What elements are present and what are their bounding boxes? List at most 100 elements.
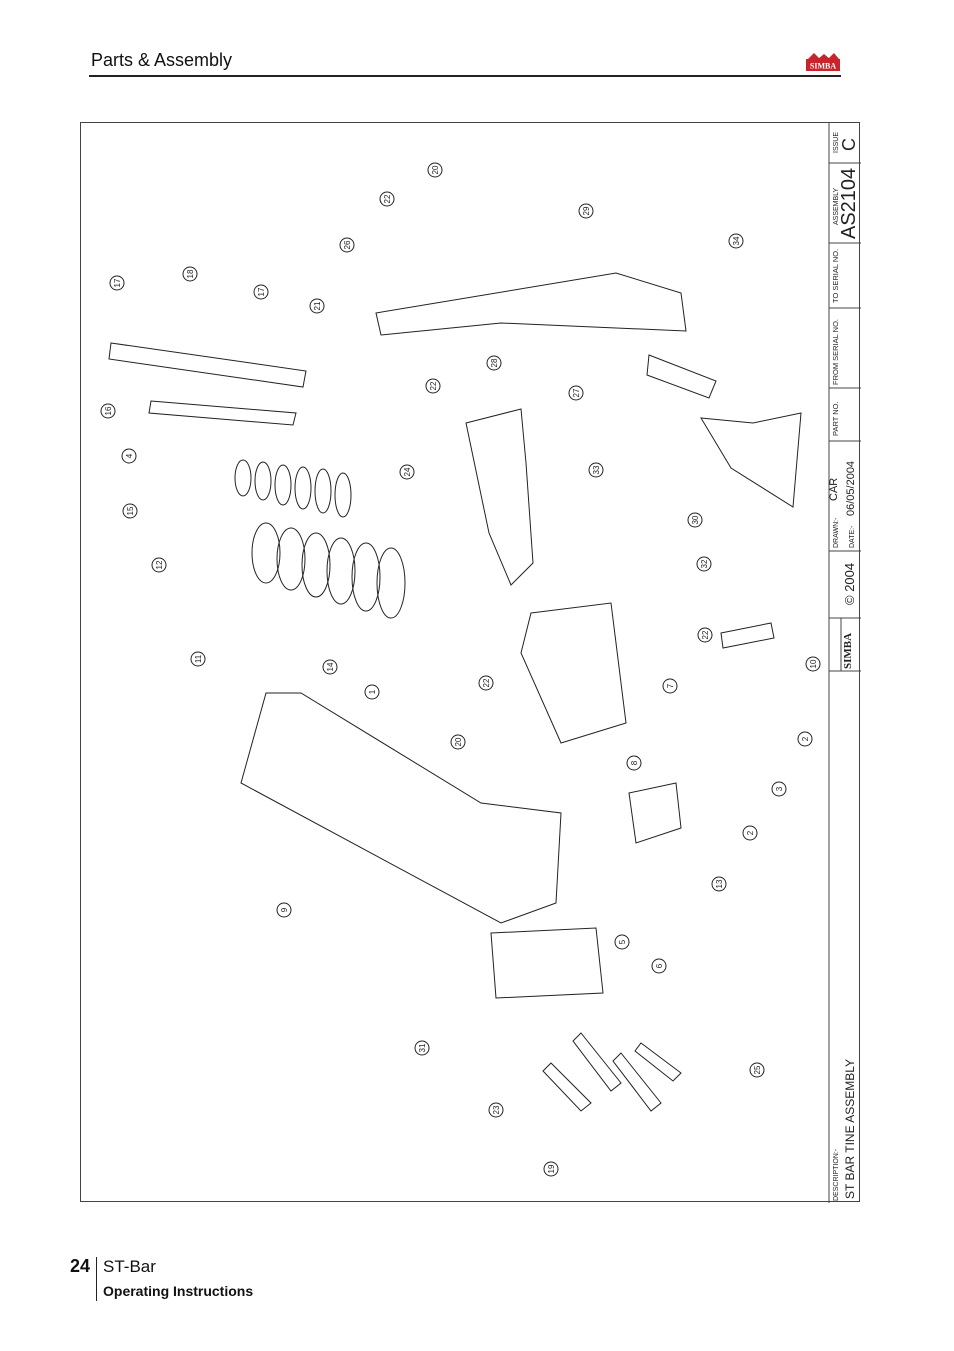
holder-block — [646, 354, 717, 399]
part-no-label: PART NO. — [831, 401, 840, 436]
description-value: ST BAR TINE ASSEMBLY — [843, 1059, 857, 1199]
callout-number: 28 — [490, 358, 499, 367]
callout-number: 26 — [343, 240, 352, 249]
date-value: 06/05/2004 — [845, 461, 857, 516]
simba-logo: SIMBA — [806, 53, 840, 71]
callout-number: 15 — [126, 506, 135, 515]
assembly-value: AS2104 — [838, 168, 860, 239]
callout-number: 32 — [700, 559, 709, 568]
main-st-leg — [240, 692, 562, 924]
callout-number: 19 — [547, 1164, 556, 1173]
callout-number: 23 — [492, 1105, 501, 1114]
tine-point — [700, 412, 802, 508]
callout-number: 8 — [630, 760, 639, 765]
callout-number: 24 — [403, 467, 412, 476]
sleeve-13 — [628, 782, 682, 844]
callout-number: 12 — [155, 560, 164, 569]
issue-value: C — [839, 138, 859, 151]
callout-balloon — [425, 378, 441, 394]
callout-balloon — [427, 162, 443, 178]
callout-balloon — [588, 462, 604, 478]
parts-art — [108, 272, 802, 1112]
callout-balloon — [276, 902, 292, 918]
exploded-parts-drawing: ISSUE C ASSEMBLY AS2104 TO SERIAL NO. FR… — [80, 122, 861, 1203]
callout-number: 18 — [186, 269, 195, 278]
page-number: 24 — [70, 1256, 91, 1276]
callout-number: 22 — [429, 381, 438, 390]
svg-text:SIMBA: SIMBA — [810, 62, 836, 71]
callout-balloon — [651, 958, 667, 974]
assembly-label: ASSEMBLY — [833, 187, 840, 225]
callout-balloon — [322, 659, 338, 675]
callout-number: 6 — [655, 963, 664, 968]
issue-label: ISSUE — [833, 132, 840, 153]
to-serial-label: TO SERIAL NO. — [831, 249, 840, 303]
callout-balloon — [364, 684, 380, 700]
copyright-text: © 2004 — [842, 563, 857, 605]
callout-balloon — [151, 557, 167, 573]
callout-number: 29 — [582, 206, 591, 215]
callout-number: 10 — [809, 659, 818, 668]
callout-number: 25 — [753, 1065, 762, 1074]
callout-number: 22 — [383, 194, 392, 203]
callout-number: 31 — [418, 1043, 427, 1052]
callout-balloon — [488, 1102, 504, 1118]
callout-number: 34 — [732, 236, 741, 245]
callout-number: 1 — [368, 689, 377, 694]
brand-text: SIMBA — [842, 633, 854, 669]
footer-divider — [96, 1257, 97, 1301]
callout-balloon — [109, 275, 125, 291]
callout-balloon — [696, 556, 712, 572]
coil-springs — [234, 459, 406, 619]
callout-number: 17 — [257, 287, 266, 296]
callout-balloon — [771, 781, 787, 797]
callout-number: 9 — [280, 907, 289, 912]
callout-balloon — [121, 448, 137, 464]
callout-balloon — [543, 1161, 559, 1177]
date-label: DATE:- — [849, 525, 856, 548]
title-block — [828, 123, 861, 1203]
page-header-title: Parts & Assembly — [91, 50, 233, 70]
callout-balloon — [805, 656, 821, 672]
callout-balloon — [399, 464, 415, 480]
callout-balloon — [486, 355, 502, 371]
callout-number: 13 — [715, 879, 724, 888]
callout-number: 30 — [691, 515, 700, 524]
callout-balloon — [697, 627, 713, 643]
callout-balloon — [568, 385, 584, 401]
callout-balloon — [182, 266, 198, 282]
callout-balloon — [797, 731, 813, 747]
from-serial-label: FROM SERIAL NO. — [831, 319, 840, 385]
callout-number: 22 — [701, 630, 710, 639]
header-rule — [89, 75, 841, 77]
description-label: DESCRIPTION:- — [833, 1148, 840, 1201]
callout-number: 16 — [104, 406, 113, 415]
callout-balloon — [309, 298, 325, 314]
callout-balloon — [742, 825, 758, 841]
callout-balloon — [100, 403, 116, 419]
callout-number: 5 — [618, 939, 627, 944]
callout-balloon — [662, 678, 678, 694]
callout-number: 17 — [113, 278, 122, 287]
drawn-value: CAR — [828, 478, 840, 501]
callout-number: 20 — [431, 165, 440, 174]
callout-balloon — [122, 503, 138, 519]
spacer-tube — [148, 400, 297, 426]
callout-balloon — [687, 512, 703, 528]
callout-number: 20 — [454, 737, 463, 746]
callout-balloon — [614, 934, 630, 950]
callout-balloon — [626, 755, 642, 771]
pin-10 — [720, 622, 775, 649]
callout-number: 22 — [482, 678, 491, 687]
callout-number: 21 — [313, 301, 322, 310]
callout-balloon — [749, 1062, 765, 1078]
callout-number: 3 — [775, 786, 784, 791]
callout-balloon — [190, 651, 206, 667]
callout-number: 27 — [572, 388, 581, 397]
drawing-canvas: ISSUE C ASSEMBLY AS2104 TO SERIAL NO. FR… — [100, 123, 861, 1203]
callout-balloon — [414, 1040, 430, 1056]
callout-balloon — [339, 237, 355, 253]
callout-balloon — [379, 191, 395, 207]
callout-number: 4 — [125, 453, 134, 458]
